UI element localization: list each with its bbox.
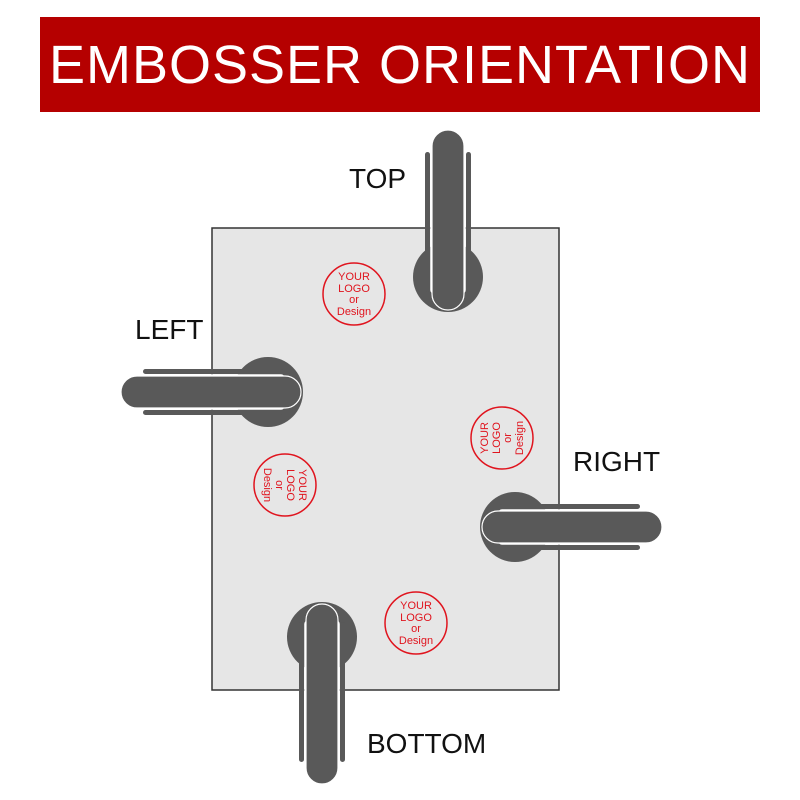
page-title: EMBOSSER ORIENTATION [48,34,752,95]
svg-text:or: or [411,623,421,635]
svg-text:LOGO: LOGO [491,422,503,454]
svg-text:Design: Design [337,306,371,318]
label-left: LEFT [135,314,204,345]
svg-text:YOUR: YOUR [400,600,432,612]
embosser-right-icon [479,491,663,563]
svg-text:YOUR: YOUR [296,469,308,501]
svg-text:YOUR: YOUR [338,271,370,283]
label-right: RIGHT [573,446,661,477]
svg-text:or: or [349,294,359,306]
svg-text:LOGO: LOGO [284,469,296,501]
svg-text:Design: Design [514,421,526,455]
svg-text:LOGO: LOGO [400,612,432,624]
embosser-bottom-icon [286,601,358,785]
svg-text:LOGO: LOGO [338,283,370,295]
svg-text:or: or [502,433,514,443]
svg-text:or: or [273,480,285,490]
svg-text:Design: Design [261,468,273,502]
label-top: TOP [349,163,407,194]
svg-text:Design: Design [399,635,433,647]
title-banner: EMBOSSER ORIENTATION [40,17,760,112]
svg-text:YOUR: YOUR [479,422,491,454]
label-bottom: BOTTOM [367,728,487,759]
embosser-top-icon [412,129,484,313]
paper-sheet [211,227,560,691]
